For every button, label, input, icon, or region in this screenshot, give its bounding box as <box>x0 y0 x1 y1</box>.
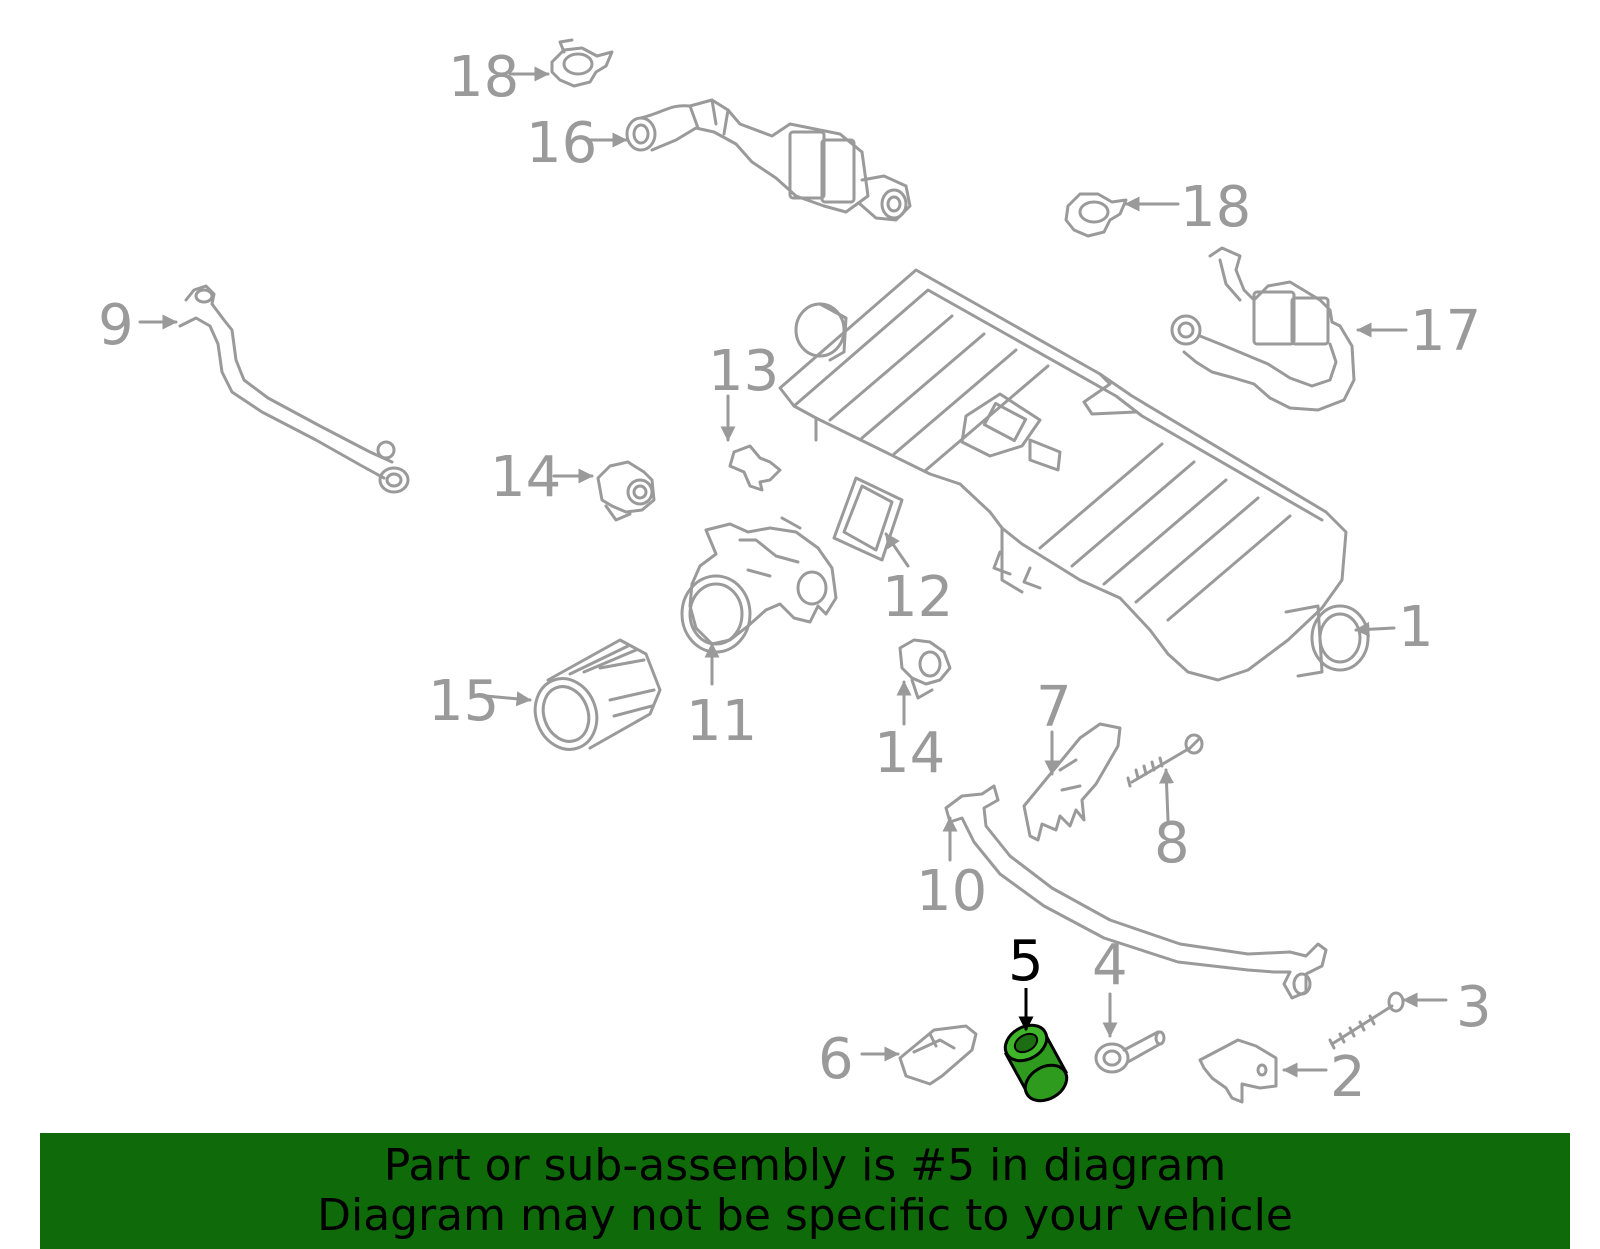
callout-14-upper: 14 <box>490 445 561 510</box>
part-13-clip <box>728 444 782 492</box>
callout-4: 4 <box>1092 933 1128 998</box>
part-1-intercooler <box>778 268 1370 682</box>
callout-3: 3 <box>1456 975 1492 1040</box>
callout-15: 15 <box>428 669 499 734</box>
callout-10: 10 <box>916 859 987 924</box>
callout-18-top: 18 <box>448 45 519 110</box>
callout-1: 1 <box>1398 595 1434 660</box>
callout-14-lower: 14 <box>874 721 945 786</box>
part-8-bolt <box>1126 733 1204 788</box>
callout-16: 16 <box>526 111 597 176</box>
part-15-intake-boot <box>533 638 662 751</box>
part-18-clip-top <box>550 38 614 88</box>
leader-arrows <box>138 66 1448 1078</box>
part-6-clip <box>898 1024 978 1086</box>
part-5-sleeve-highlighted[interactable] <box>999 988 1073 1108</box>
banner-line-part: Part or sub-assembly is #5 in diagram <box>383 1140 1227 1191</box>
callout-9: 9 <box>98 293 134 358</box>
info-banner: Part or sub-assembly is #5 in diagram Di… <box>40 1133 1570 1249</box>
callout-17: 17 <box>1410 299 1481 364</box>
part-17-hose-valve <box>1170 246 1356 412</box>
callout-6: 6 <box>818 1027 854 1092</box>
callout-5-highlighted[interactable]: 5 <box>1008 929 1044 994</box>
part-3-bolt <box>1328 991 1405 1050</box>
callout-2: 2 <box>1330 1045 1366 1110</box>
part-14-sensor-upper <box>596 460 656 522</box>
callout-12: 12 <box>882 565 953 630</box>
part-10-hose-lower <box>944 784 1328 1000</box>
part-9-hose-left <box>178 284 410 494</box>
part-16-hose-valve <box>625 98 912 222</box>
part-18-clip-right <box>1064 192 1128 238</box>
part-12-gasket <box>832 476 904 562</box>
part-7-bracket <box>1022 722 1122 842</box>
part-11-throttle-body <box>680 516 838 654</box>
callout-7: 7 <box>1036 675 1072 740</box>
banner-line-disclaimer: Diagram may not be specific to your vehi… <box>317 1190 1293 1241</box>
callout-13: 13 <box>708 339 779 404</box>
part-2-bracket <box>1198 1038 1278 1104</box>
part-14-sensor-lower <box>898 638 952 700</box>
callout-11: 11 <box>686 689 757 754</box>
part-4-bolt <box>1094 1030 1166 1074</box>
callout-labels: 18 16 18 9 17 13 14 12 1 11 15 14 7 8 10… <box>98 45 1492 1110</box>
callout-18-right: 18 <box>1180 175 1251 240</box>
callout-8: 8 <box>1154 811 1190 876</box>
